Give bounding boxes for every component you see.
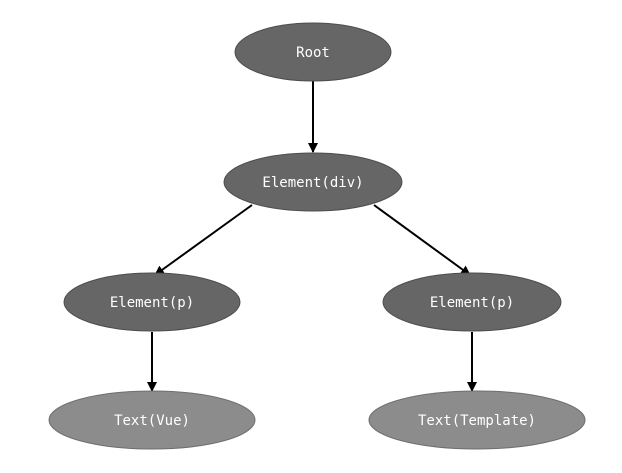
node-text-vue-shape — [48, 390, 256, 450]
node-element-p-left-label: Element(p) — [110, 295, 194, 311]
node-root-label: Root — [296, 45, 330, 61]
node-element-p-left-shape — [63, 272, 241, 332]
node-text-template-shape — [368, 390, 586, 450]
node-element-p-right: Element(p) — [382, 272, 562, 332]
node-element-p-right-label: Element(p) — [430, 295, 514, 311]
node-text-template: Text(Template) — [368, 390, 586, 450]
node-element-div-shape — [223, 152, 403, 212]
node-text-vue-label: Text(Vue) — [114, 413, 190, 429]
node-element-div-label: Element(div) — [262, 175, 363, 191]
edge-div-to-p-left — [154, 204, 253, 276]
node-element-div: Element(div) — [223, 152, 403, 212]
edge-div-to-p-right — [373, 204, 471, 276]
node-root: Root — [234, 22, 392, 82]
node-element-p-right-shape — [382, 272, 562, 332]
node-text-vue: Text(Vue) — [48, 390, 256, 450]
node-text-template-label: Text(Template) — [418, 413, 536, 429]
node-element-p-left: Element(p) — [63, 272, 241, 332]
node-root-shape — [234, 22, 392, 82]
